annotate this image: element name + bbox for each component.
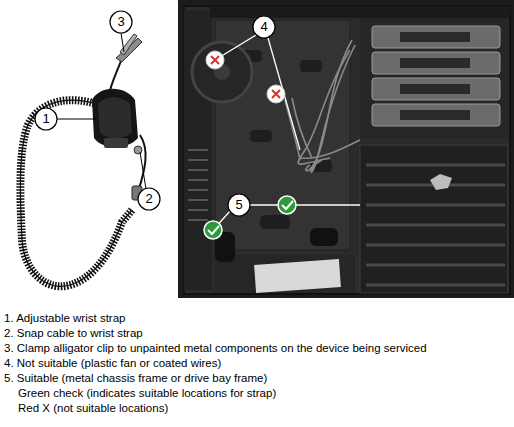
red-x-marker <box>206 51 285 103</box>
caption-line: 1. Adjustable wrist strap <box>4 311 125 325</box>
caption-line: 3. Clamp alligator clip to unpainted met… <box>4 341 427 355</box>
caption-line: 2. Snap cable to wrist strap <box>4 326 143 340</box>
leader-lines-case <box>213 35 360 230</box>
callout-circles <box>35 11 275 216</box>
caption-line: Red X (not suitable locations) <box>18 401 168 415</box>
caption-line: Green check (indicates suitable location… <box>18 386 276 400</box>
wrist-strap <box>20 34 145 286</box>
callout-number: 3 <box>110 14 132 30</box>
callout-number: 2 <box>138 191 160 207</box>
callout-number: 1 <box>35 111 57 127</box>
caption-line: 4. Not suitable (plastic fan or coated w… <box>4 356 221 370</box>
caption-line: 5. Suitable (metal chassis frame or driv… <box>4 371 267 385</box>
leader-lines <box>57 33 146 208</box>
pc-case <box>178 0 514 298</box>
green-check-marker <box>204 196 296 239</box>
callout-number: 4 <box>253 19 275 35</box>
callout-number: 5 <box>228 197 250 213</box>
